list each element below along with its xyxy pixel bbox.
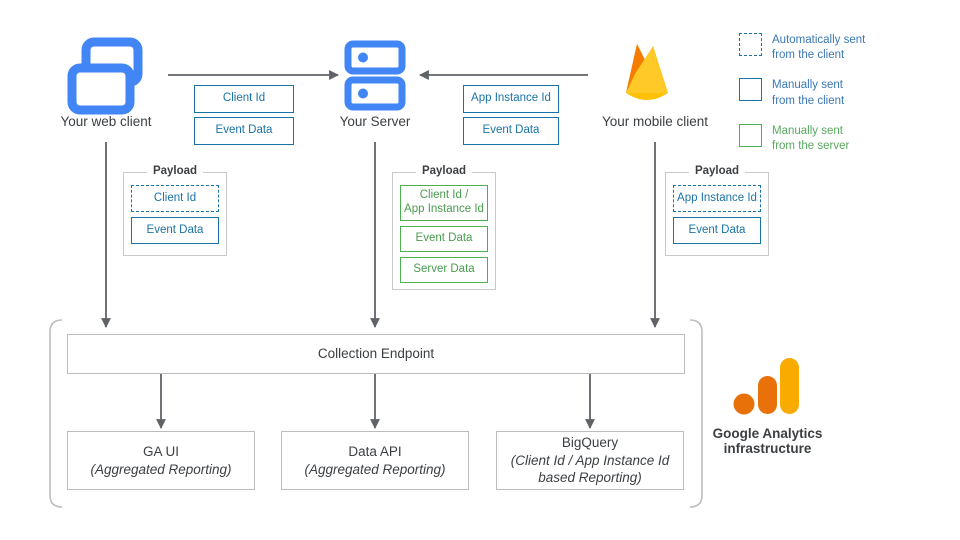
transit-chip-event-data-mobile: Event Data [463,117,559,145]
payload-server-item-server-data: Server Data [400,257,488,283]
ga-infra-label-line1: Google Analytics [712,426,823,441]
legend: Automatically sent from the client Manua… [739,33,954,154]
output-box-ga-ui[interactable]: GA UI (Aggregated Reporting) [67,431,255,490]
legend-swatch-dashed-blue [739,33,762,56]
legend-label-auto-client: Automatically sent from the client [772,34,866,62]
legend-swatch-solid-green [739,123,762,147]
ga-infra-label-line2: infrastructure [723,441,812,456]
output-box-data-api[interactable]: Data API (Aggregated Reporting) [281,431,469,490]
google-analytics-icon [733,358,799,415]
output-box-bigquery[interactable]: BigQuery (Client Id / App Instance Id ba… [496,431,684,490]
web-client-node: Your web client [56,37,156,129]
transit-mobile-to-server: App Instance Id Event Data [463,85,559,145]
payload-web-title: Payload [146,165,204,177]
server-node: Your Server [325,38,425,129]
legend-label-manual-client: Manually sent from the client [772,79,845,107]
legend-item-manual-server: Manually sent from the server [739,123,954,154]
payload-server-item-ids: Client Id / App Instance Id [400,185,488,221]
payload-server: Payload Client Id / App Instance Id Even… [392,165,496,290]
payload-mobile-item-event-data: Event Data [673,217,761,244]
payload-mobile-title: Payload [688,165,746,177]
transit-chip-app-instance-id: App Instance Id [463,85,559,113]
transit-chip-client-id: Client Id [194,85,294,113]
payload-server-title: Payload [415,165,473,177]
payload-mobile-item-app-instance-id: App Instance Id [673,185,761,212]
collection-endpoint-box[interactable]: Collection Endpoint [67,334,685,374]
transit-chip-event-data: Event Data [194,117,294,145]
payload-web: Payload Client Id Event Data [123,165,227,256]
firebase-flame-icon [626,44,668,100]
server-label: Your Server [339,114,411,129]
output-bigquery-subtitle: (Client Id / App Instance Id based Repor… [510,452,670,486]
legend-label-manual-server: Manually sent from the server [772,124,850,152]
collection-endpoint-label: Collection Endpoint [317,346,435,362]
payload-mobile: Payload App Instance Id Event Data [665,165,769,256]
google-analytics-infrastructure-node: Google Analytics infrastructure [700,358,835,456]
legend-swatch-solid-blue [739,78,762,102]
mobile-client-node: Your mobile client [583,38,727,129]
server-rack-icon [344,40,406,111]
output-data-api-title: Data API [348,443,402,459]
payload-web-item-client-id: Client Id [131,185,219,212]
mobile-client-label: Your mobile client [601,114,709,129]
output-ga-ui-subtitle: (Aggregated Reporting) [90,461,232,477]
windows-stack-icon [67,37,143,115]
payload-web-item-event-data: Event Data [131,217,219,244]
infrastructure-bracket-left [49,319,63,508]
output-bigquery-title: BigQuery [561,435,619,451]
legend-item-manual-client: Manually sent from the client [739,78,954,108]
output-data-api-subtitle: (Aggregated Reporting) [304,461,446,477]
payload-server-item-event-data: Event Data [400,226,488,252]
legend-item-auto-client: Automatically sent from the client [739,33,954,63]
transit-web-to-server: Client Id Event Data [194,85,294,145]
output-ga-ui-title: GA UI [142,443,179,459]
web-client-label: Your web client [60,114,152,129]
